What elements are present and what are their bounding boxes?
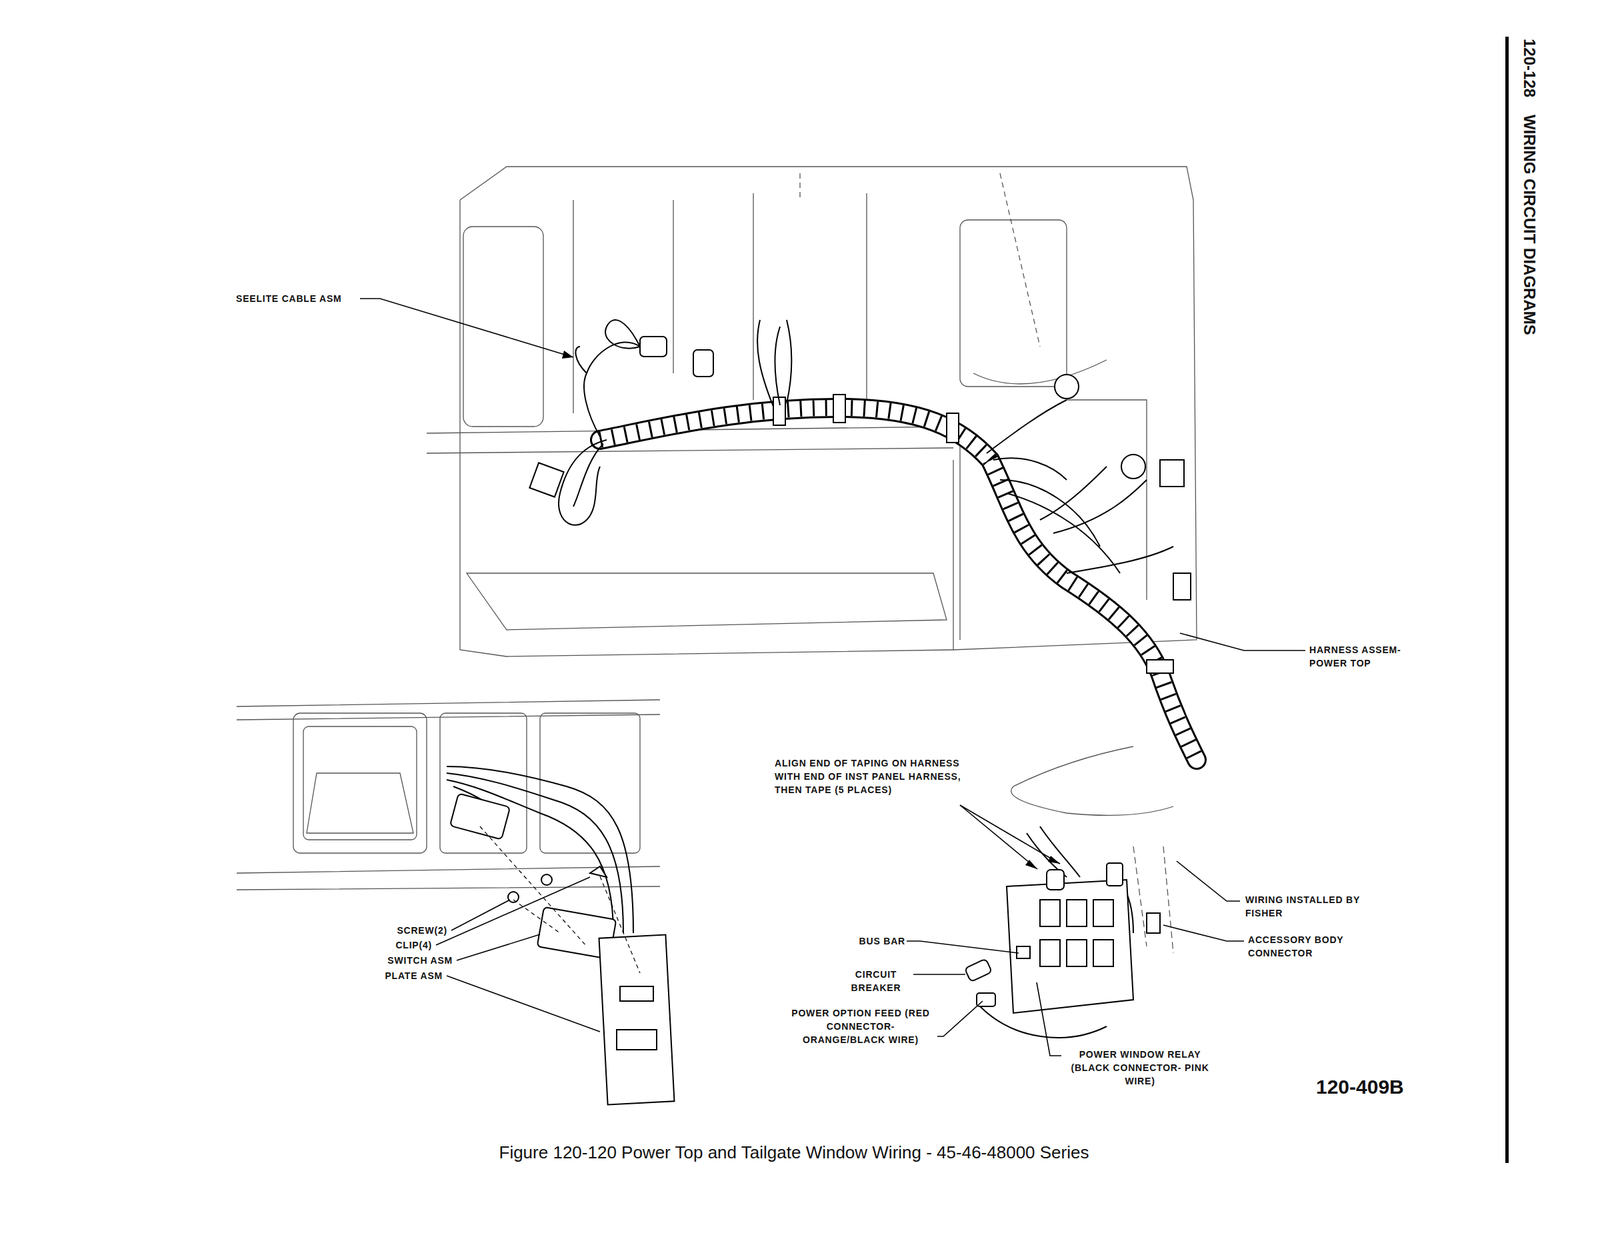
figure-number: 120-409B xyxy=(1314,1076,1406,1099)
callout-label: WIRING INSTALLED BY FISHER xyxy=(1244,893,1380,920)
callout-label: HARNESS ASSEM- POWER TOP xyxy=(1308,643,1411,670)
figure-caption: Figure 120-120 Power Top and Tailgate Wi… xyxy=(0,1142,1588,1164)
callout-label: CLIP(4) xyxy=(394,938,434,952)
callout-label: SWITCH ASM xyxy=(386,954,454,968)
callout-label: POWER WINDOW RELAY (BLACK CONNECTOR- PIN… xyxy=(1062,1048,1218,1088)
page-number: 120-128 xyxy=(1520,38,1539,98)
callout-label: CIRCUIT BREAKER xyxy=(838,968,914,995)
callout-label: SEELITE CABLE ASM xyxy=(234,292,344,306)
callout-label: PLATE ASM xyxy=(383,969,444,983)
page-header: 120-128WIRING CIRCUIT DIAGRAMS xyxy=(1520,38,1539,336)
callout-label: ACCESSORY BODY CONNECTOR xyxy=(1246,933,1383,960)
instruction-note: ALIGN END OF TAPING ON HARNESS WITH END … xyxy=(773,756,966,797)
callout-label: BUS BAR xyxy=(841,934,907,948)
page-title: WIRING CIRCUIT DIAGRAMS xyxy=(1520,114,1539,336)
callout-label: POWER OPTION FEED (RED CONNECTOR- ORANGE… xyxy=(784,1006,938,1047)
callout-label: SCREW(2) xyxy=(395,924,449,938)
